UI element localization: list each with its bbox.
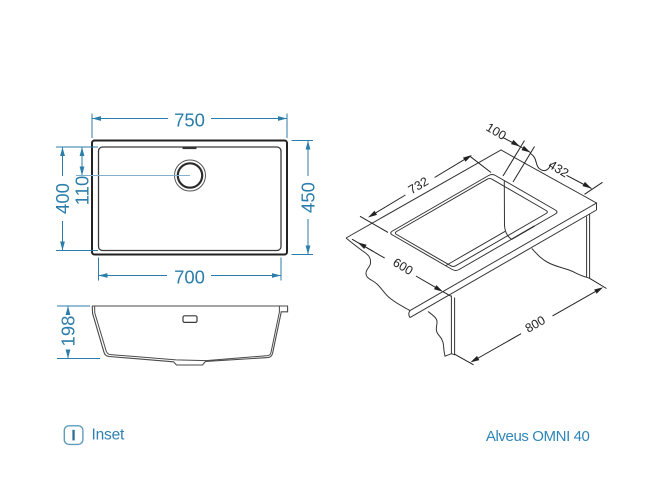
svg-text:Alveus OMNI 40: Alveus OMNI 40 [486, 428, 590, 445]
svg-text:400: 400 [52, 183, 73, 214]
svg-text:700: 700 [174, 267, 205, 288]
svg-text:600: 600 [390, 255, 415, 278]
svg-text:800: 800 [523, 313, 548, 336]
svg-text:732: 732 [406, 174, 431, 197]
svg-text:110: 110 [72, 176, 93, 206]
svg-text:450: 450 [298, 182, 319, 213]
svg-text:Inset: Inset [92, 427, 125, 444]
svg-text:750: 750 [174, 110, 205, 131]
svg-text:100: 100 [484, 120, 509, 143]
svg-text:198: 198 [58, 316, 79, 347]
